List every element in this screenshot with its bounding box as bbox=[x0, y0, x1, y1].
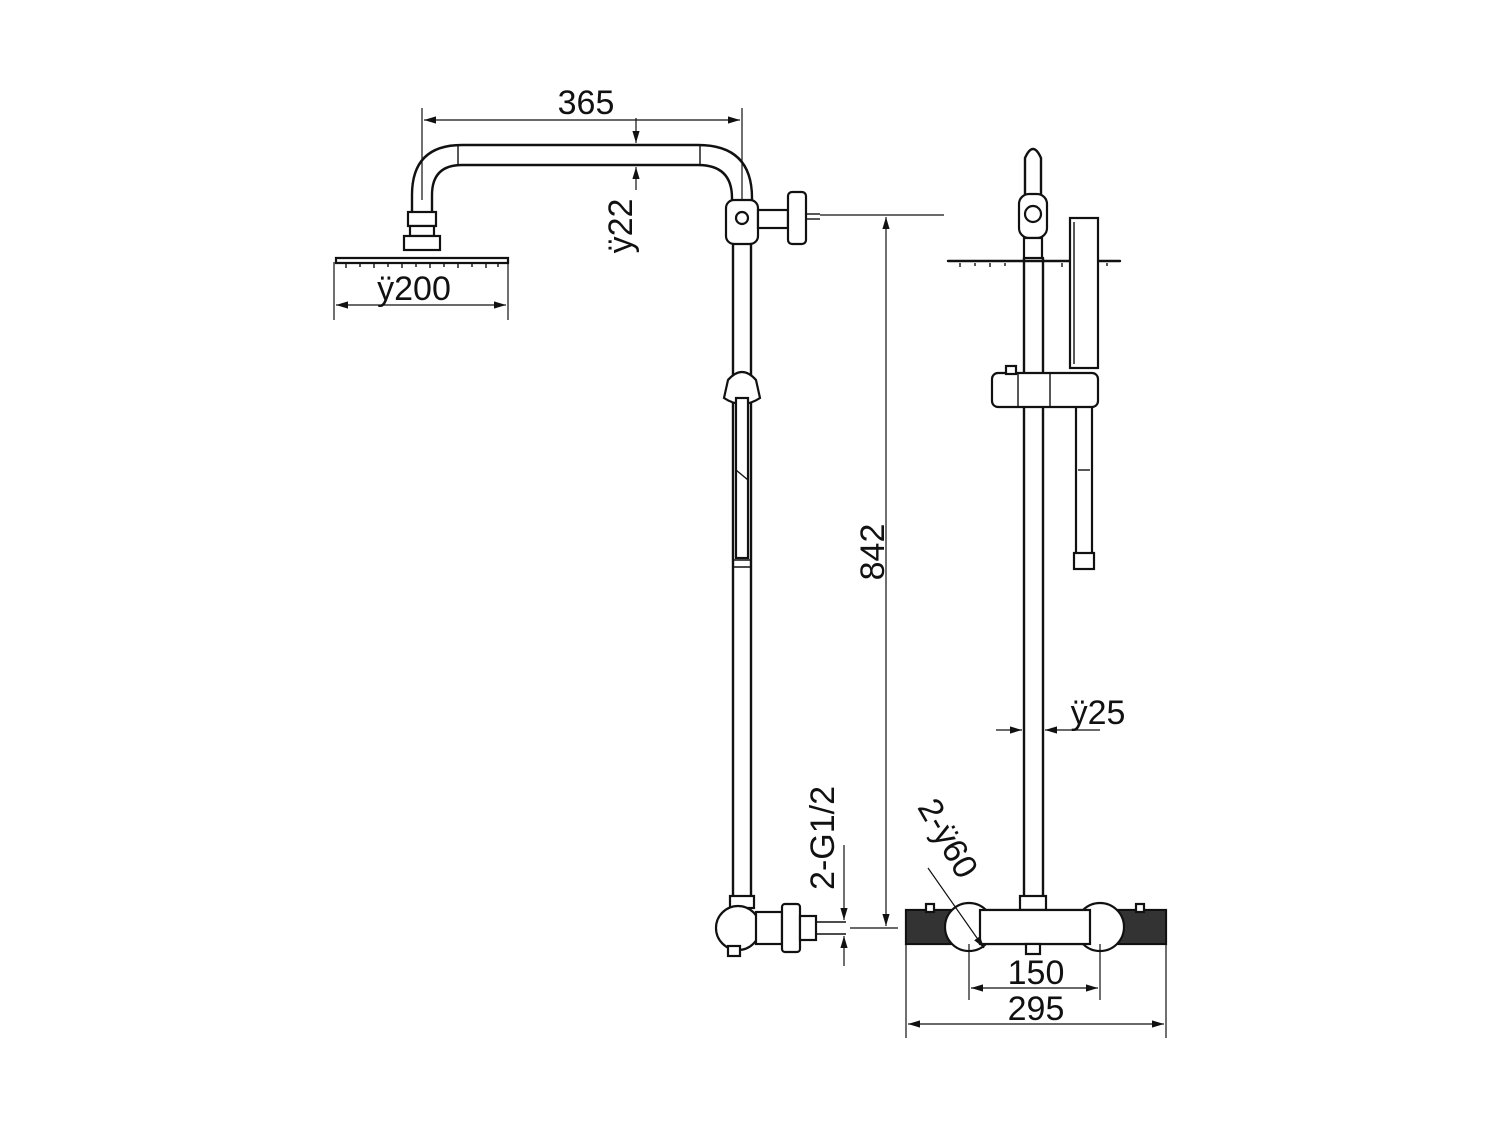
dimension-lines bbox=[333, 108, 1167, 1038]
label-body-diameter: 2-ÿ60 bbox=[910, 792, 985, 885]
label-inlet-thread: 2-G1/2 bbox=[804, 786, 842, 890]
label-150: 150 bbox=[1008, 954, 1065, 992]
label-365: 365 bbox=[558, 84, 615, 122]
overhead-arm bbox=[410, 143, 754, 214]
label-head-diameter: ÿ200 bbox=[377, 270, 451, 308]
label-842: 842 bbox=[854, 524, 892, 581]
slider-front bbox=[990, 364, 1100, 409]
mixer-side bbox=[714, 894, 846, 958]
front-view bbox=[904, 147, 1168, 956]
side-view bbox=[334, 143, 846, 958]
shower-head-side bbox=[334, 210, 510, 268]
top-bracket bbox=[724, 190, 820, 246]
vertical-rail-side bbox=[731, 242, 753, 904]
mixer-body-front bbox=[904, 894, 1168, 956]
arm-front bbox=[1017, 147, 1049, 260]
hand-shower-front bbox=[1068, 216, 1100, 571]
label-295: 295 bbox=[1008, 990, 1065, 1028]
slider-side bbox=[722, 370, 762, 560]
vertical-rail-front bbox=[1022, 256, 1045, 904]
label-rail-diameter: ÿ25 bbox=[1071, 694, 1126, 732]
label-arm-diameter: ÿ22 bbox=[602, 199, 640, 254]
